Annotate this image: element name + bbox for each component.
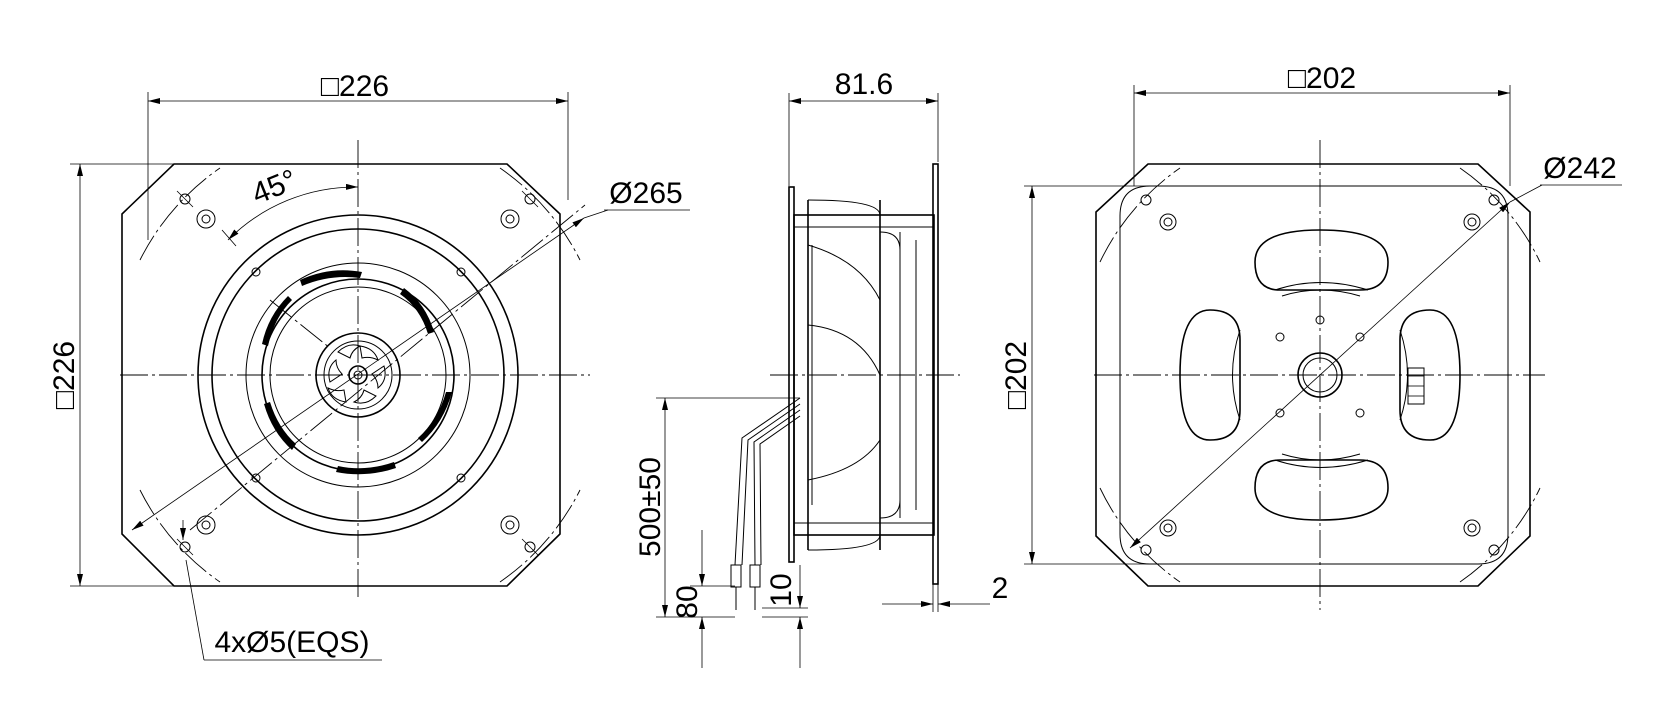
strip-length-label: 80 [671, 585, 704, 618]
cable-length-label: 500±50 [634, 457, 667, 557]
cable-bundle [730, 397, 801, 610]
impeller-blades [262, 270, 452, 475]
side-view: 81.6 500±50 80 10 2 [634, 68, 1008, 668]
terminal-block [1407, 367, 1425, 405]
diameter-242-label: Ø242 [1543, 152, 1616, 185]
angle-label: 45° [247, 163, 301, 211]
side-flange [932, 163, 939, 585]
wire-end-label: 10 [765, 573, 798, 606]
diameter-242-leader [1129, 201, 1511, 549]
diameter-265-label: Ø265 [609, 177, 682, 210]
flange-thickness-label: 2 [992, 572, 1009, 605]
back-plate-outline [1095, 163, 1531, 587]
front-width-label: □226 [321, 70, 389, 103]
front-corner-holes [176, 190, 539, 556]
back-height-label: □202 [1000, 341, 1033, 409]
depth-label: 81.6 [835, 68, 893, 101]
front-plate-outline [121, 163, 561, 587]
back-view: □202 □202 Ø242 [1000, 62, 1622, 610]
front-view: □226 □226 45° Ø265 4xØ5(EQS) [48, 70, 690, 661]
front-height-label: □226 [48, 341, 81, 409]
diameter-265-leader [131, 217, 585, 531]
holes-label: 4xØ5(EQS) [214, 626, 369, 659]
hub-vanes [327, 344, 386, 404]
back-width-label: □202 [1288, 62, 1356, 95]
